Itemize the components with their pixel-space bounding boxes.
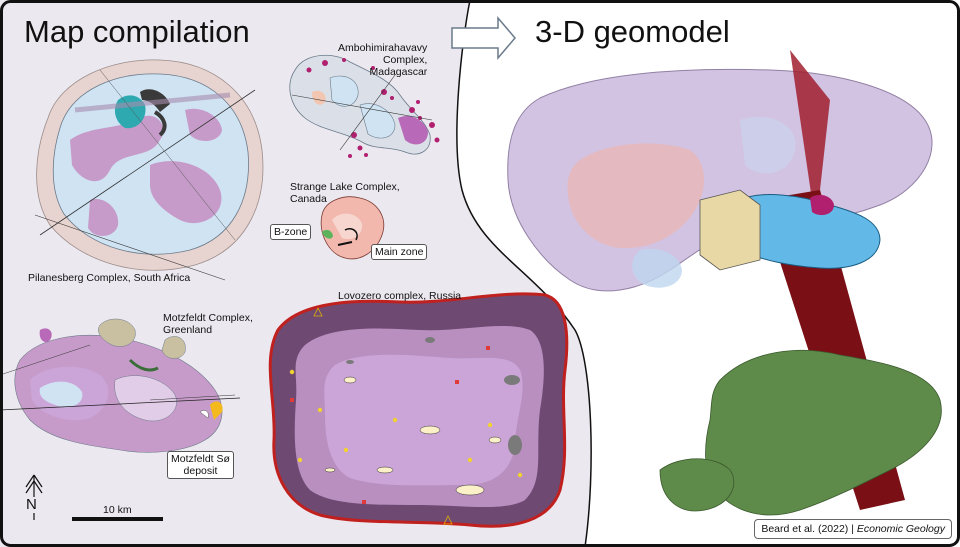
scale-label: 10 km: [103, 504, 132, 516]
ambohimirahavavy-line-2: Complex,: [382, 54, 428, 66]
b-zone-label: B-zone: [270, 224, 312, 240]
motzfeldt-deposit-label: Motzfeldt Sø deposit: [167, 451, 234, 479]
motzfeldt-deposit-line-1: Motzfeldt Sø: [171, 453, 230, 465]
strange-lake-line-1: Strange Lake Complex,: [290, 181, 400, 193]
geomodel-3d: [507, 50, 942, 516]
citation-credit: Beard et al. (2022) | Economic Geology: [754, 519, 952, 539]
lovozero-map: [268, 292, 569, 528]
main-zone-label: Main zone: [371, 244, 428, 260]
strange-lake-line-2: Canada: [290, 193, 327, 205]
ambohimirahavavy-map: [289, 54, 440, 158]
ambohimirahavavy-line-1: Ambohimirahavavy: [338, 42, 428, 54]
ambohimirahavavy-label: Ambohimirahavavy Complex, Madagascar: [338, 42, 427, 78]
arrow-right-icon: [451, 15, 516, 61]
motzfeldt-map: [0, 318, 241, 453]
ambohimirahavavy-line-3: Madagascar: [369, 66, 428, 78]
strange-lake-map: [320, 196, 385, 260]
motzfeldt-deposit-line-2: deposit: [183, 465, 218, 477]
right-title: 3-D geomodel: [535, 14, 730, 49]
credit-authors: Beard et al. (2022) |: [761, 523, 857, 535]
pilanesberg-map: [34, 59, 264, 281]
left-title: Map compilation: [24, 14, 250, 49]
motzfeldt-line-1: Motzfeldt Complex,: [163, 312, 253, 324]
panel-divider: [456, 0, 592, 547]
motzfeldt-line-2: Greenland: [163, 324, 213, 336]
credit-journal: Economic Geology: [856, 523, 945, 535]
lovozero-label: Lovozero complex, Russia: [338, 290, 462, 302]
pilanesberg-label: Pilanesberg Complex, South Africa: [28, 272, 191, 284]
north-label: N: [25, 496, 38, 513]
strange-lake-label: Strange Lake Complex, Canada: [290, 181, 400, 205]
motzfeldt-label: Motzfeldt Complex, Greenland: [163, 312, 253, 336]
